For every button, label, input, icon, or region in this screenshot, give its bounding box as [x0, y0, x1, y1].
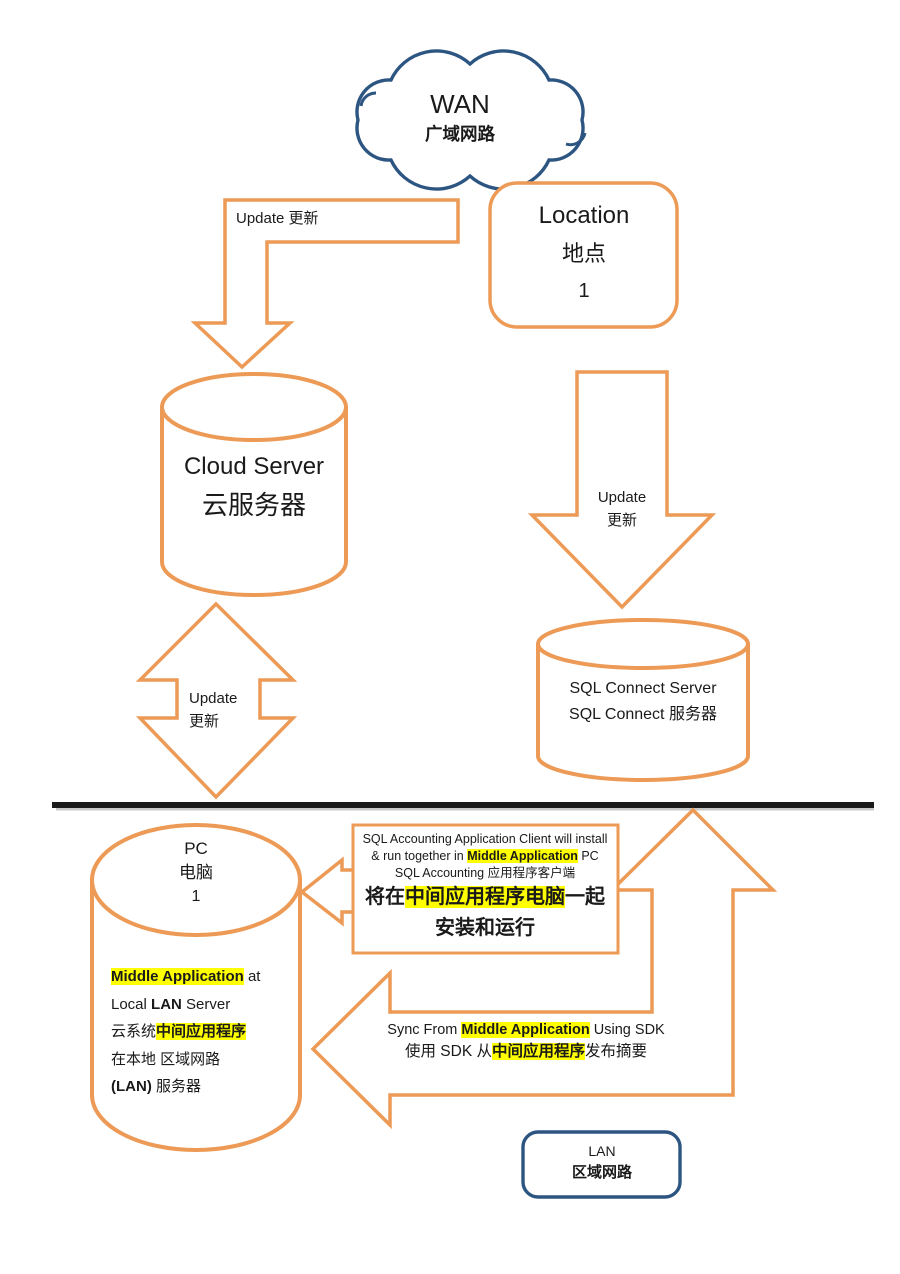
sync-line1: Sync From Middle Application Using SDK: [378, 1020, 674, 1040]
note-en-line3: SQL Accounting 应用程序客户端: [394, 866, 576, 880]
sql-server-line1: SQL Connect Server: [569, 680, 717, 697]
pc-number: 1: [191, 888, 201, 905]
lan-box-shape: [521, 1130, 682, 1199]
update-mid-line1: Update: [189, 690, 238, 707]
lan-title: LAN: [588, 1143, 616, 1159]
pc-title: PC: [184, 839, 208, 858]
cloud-server-subtitle: 云服务器: [201, 490, 306, 520]
update-mid-line2: 更新: [189, 713, 220, 730]
note-en-line2: & run together in Middle Application PC: [356, 848, 614, 865]
note-zh-line2: 安装和运行: [435, 917, 535, 939]
wan-cloud-label: WAN 广域网路: [370, 88, 550, 147]
sync-arrow-label: Sync From Middle Application Using SDK 使…: [378, 1020, 674, 1064]
pc-cylinder-top: [90, 823, 302, 937]
sync-line1-highlight: Middle Application: [461, 1022, 590, 1038]
location-box-label: Location 地点 1: [492, 197, 676, 309]
note-en-line2-highlight: Middle Application: [467, 849, 578, 863]
update-double-arrow-label: Update 更新: [189, 688, 237, 734]
update-down-arrow-label: Update 更新: [572, 487, 672, 533]
pc-body-line3-pre: 云系统: [111, 1023, 157, 1040]
cloud-curl-left: [359, 91, 377, 107]
cloud-server-label: Cloud Server 云服务器: [159, 450, 349, 526]
note-zh-line1-post: 一起: [565, 886, 605, 908]
sync-line2-pre: 使用 SDK 从: [404, 1043, 492, 1060]
pc-body-line5-bold: (LAN): [111, 1078, 152, 1095]
pc-body-line1-rest: at: [243, 968, 261, 985]
pc-body-line2-bold: LAN: [151, 995, 182, 1013]
cloud-curl-right: [565, 132, 587, 147]
update-down-line2: 更新: [606, 512, 637, 529]
install-note-label: SQL Accounting Application Client will i…: [356, 831, 614, 943]
wan-title: WAN: [430, 89, 490, 119]
lan-box-label: LAN 区域网路: [525, 1141, 679, 1184]
sql-server-top: [536, 618, 750, 670]
note-en-line2-post: PC: [577, 849, 599, 863]
update-bent-arrow-shape: [190, 198, 460, 370]
pc-body-line3: 云系统中间应用程序: [111, 1018, 260, 1046]
sync-line1-post: Using SDK: [589, 1022, 665, 1038]
pc-body-line1: Middle Application at: [111, 963, 260, 991]
wan-subtitle: 广域网路: [425, 124, 495, 144]
sync-line2: 使用 SDK 从中间应用程序发布摘要: [378, 1040, 674, 1064]
note-zh-line1: 将在中间应用程序电脑一起: [356, 882, 614, 913]
cloud-server-body: [160, 407, 348, 597]
sync-line1-pre: Sync From: [387, 1022, 462, 1038]
location-title: Location: [538, 202, 630, 229]
pc-body-line2-post: Server: [181, 995, 231, 1013]
wan-lan-divider: [52, 802, 874, 808]
update-bent-arrow-label: Update 更新: [236, 210, 319, 227]
location-number: 1: [578, 280, 590, 302]
cloud-server-top: [160, 372, 348, 442]
note-zh-line1-highlight: 中间应用程序电脑: [405, 886, 565, 908]
sync-line2-post: 发布摘要: [584, 1043, 647, 1060]
sql-server-label: SQL Connect Server SQL Connect 服务器: [538, 676, 748, 728]
pc-body-line4: 在本地 区域网路: [111, 1050, 221, 1068]
pc-body-line2: Local LAN Server: [111, 991, 260, 1019]
location-subtitle: 地点: [561, 241, 606, 266]
update-double-arrow-shape: [135, 601, 298, 800]
note-left-arrow-shape: [299, 856, 362, 927]
pc-top-label: PC 电脑 1: [106, 837, 286, 908]
pc-body-line5: (LAN) 服务器: [111, 1073, 260, 1101]
pc-body-line1-highlight: Middle Application: [111, 968, 244, 985]
cloud-server-title: Cloud Server: [183, 453, 325, 480]
pc-subtitle: 电脑: [179, 863, 213, 882]
pc-body-line3-highlight: 中间应用程序: [156, 1023, 247, 1040]
sql-server-line2: SQL Connect 服务器: [569, 706, 717, 723]
update-down-arrow-shape: [527, 370, 717, 610]
pc-body-line5-post: 服务器: [151, 1078, 201, 1095]
note-zh-line1-pre: 将在: [365, 886, 405, 908]
pc-cylinder-body: [90, 880, 302, 1152]
update-down-line1: Update: [597, 489, 647, 506]
note-en-line1: SQL Accounting Application Client will i…: [362, 832, 608, 846]
sync-bent-arrow-shape: [310, 807, 778, 1130]
location-box-shape: [488, 181, 679, 329]
sync-line2-highlight: 中间应用程序: [491, 1043, 585, 1060]
pc-body-line2-pre: Local: [111, 995, 152, 1013]
lan-subtitle: 区域网路: [571, 1164, 632, 1181]
sql-server-body: [536, 644, 750, 782]
note-en-line2-pre: & run together in: [371, 849, 468, 863]
pc-body-label: Middle Application at Local LAN Server 云…: [111, 963, 260, 1101]
wan-lan-divider-shadow: [56, 808, 874, 811]
